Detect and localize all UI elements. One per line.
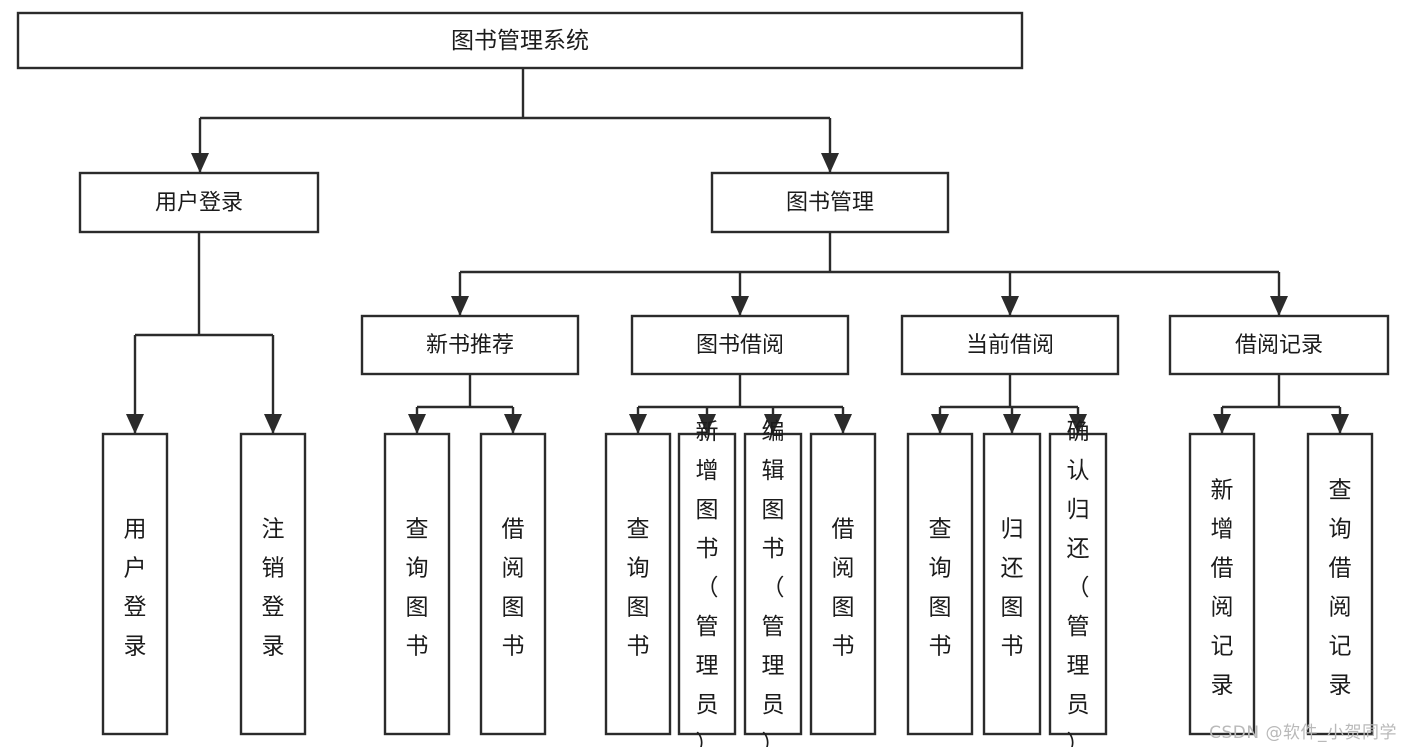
- node-box-leaf-user-login[interactable]: [101, 432, 169, 736]
- node-label-leaf-user-login: 用户登录: [124, 516, 147, 659]
- node-leaf-user-login[interactable]: 用户登录: [101, 432, 169, 736]
- node-box-leaf-borrow-book[interactable]: [809, 432, 877, 736]
- new-book-rec-children-arrow-icon-1: [504, 414, 522, 434]
- node-root[interactable]: 图书管理系统: [16, 11, 1024, 70]
- node-label-leaf-add-book-admin: 新增图书（管理员）: [696, 419, 719, 747]
- level3-arrow-icon-1: [731, 296, 749, 316]
- node-box-leaf-add-book-admin[interactable]: [677, 432, 737, 736]
- connector-layer: [126, 68, 1349, 434]
- node-label-borrow-record: 借阅记录: [1235, 333, 1323, 358]
- node-box-leaf-query-borrow-record[interactable]: [1306, 432, 1374, 736]
- node-label-leaf-return-book: 归还图书: [1001, 516, 1024, 659]
- node-box-leaf-query-book-rec[interactable]: [383, 432, 451, 736]
- csdn-watermark: CSDN @软件_小贺同学: [1209, 723, 1397, 743]
- node-box-leaf-add-borrow-record[interactable]: [1188, 432, 1256, 736]
- node-leaf-add-book-admin[interactable]: 新增图书（管理员）: [677, 419, 737, 747]
- node-label-book-manage: 图书管理: [786, 191, 874, 216]
- level2-arrow-icon-0: [191, 153, 209, 173]
- level3-arrow-icon-2: [1001, 296, 1019, 316]
- node-box-leaf-borrow-book-rec[interactable]: [479, 432, 547, 736]
- node-leaf-user-logout[interactable]: 注销登录: [239, 432, 307, 736]
- node-label-leaf-edit-book-admin: 编辑图书（管理员）: [762, 419, 785, 747]
- node-label-leaf-query-book-borrow: 查询图书: [627, 516, 650, 659]
- node-label-current-borrow: 当前借阅: [966, 333, 1054, 358]
- node-book-borrow[interactable]: 图书借阅: [630, 314, 850, 376]
- user-login-children-arrow-icon-0: [126, 414, 144, 434]
- level3-arrow-icon-3: [1270, 296, 1288, 316]
- node-box-leaf-confirm-return-admin[interactable]: [1048, 432, 1108, 736]
- node-box-book-manage[interactable]: [710, 171, 950, 234]
- book-borrow-children-arrow-icon-2: [764, 414, 782, 434]
- borrow-record-children-arrow-icon-1: [1331, 414, 1349, 434]
- level2-arrow-icon-1: [821, 153, 839, 173]
- node-leaf-borrow-book[interactable]: 借阅图书: [809, 432, 877, 736]
- node-label-leaf-query-book-cur: 查询图书: [929, 516, 952, 659]
- node-label-leaf-query-borrow-record: 查询借阅记录: [1329, 477, 1352, 698]
- node-label-leaf-user-logout: 注销登录: [262, 516, 285, 659]
- node-label-leaf-borrow-book-rec: 借阅图书: [502, 516, 525, 659]
- level3-arrow-icon-0: [451, 296, 469, 316]
- node-box-new-book-rec[interactable]: [360, 314, 580, 376]
- node-label-new-book-rec: 新书推荐: [426, 333, 514, 358]
- current-borrow-children-arrow-icon-2: [1069, 414, 1087, 434]
- current-borrow-children-arrow-icon-1: [1003, 414, 1021, 434]
- node-box-leaf-user-logout[interactable]: [239, 432, 307, 736]
- node-box-borrow-record[interactable]: [1168, 314, 1390, 376]
- node-borrow-record[interactable]: 借阅记录: [1168, 314, 1390, 376]
- book-borrow-children-arrow-icon-0: [629, 414, 647, 434]
- node-label-leaf-confirm-return-admin: 确认归还（管理员）: [1067, 419, 1090, 747]
- node-box-leaf-return-book[interactable]: [982, 432, 1042, 736]
- borrow-record-children-arrow-icon-0: [1213, 414, 1231, 434]
- node-leaf-query-book-rec[interactable]: 查询图书: [383, 432, 451, 736]
- node-leaf-return-book[interactable]: 归还图书: [982, 432, 1042, 736]
- node-current-borrow[interactable]: 当前借阅: [900, 314, 1120, 376]
- node-leaf-query-book-cur[interactable]: 查询图书: [906, 432, 974, 736]
- node-box-user-login[interactable]: [78, 171, 320, 234]
- node-leaf-query-book-borrow[interactable]: 查询图书: [604, 432, 672, 736]
- node-box-leaf-edit-book-admin[interactable]: [743, 432, 803, 736]
- node-label-leaf-borrow-book: 借阅图书: [832, 516, 855, 659]
- node-book-manage[interactable]: 图书管理: [710, 171, 950, 234]
- node-box-leaf-query-book-borrow[interactable]: [604, 432, 672, 736]
- node-layer: 图书管理系统用户登录图书管理新书推荐图书借阅当前借阅借阅记录用户登录注销登录查询…: [16, 11, 1390, 747]
- node-box-leaf-query-book-cur[interactable]: [906, 432, 974, 736]
- node-leaf-borrow-book-rec[interactable]: 借阅图书: [479, 432, 547, 736]
- node-box-book-borrow[interactable]: [630, 314, 850, 376]
- node-label-leaf-query-book-rec: 查询图书: [406, 516, 429, 659]
- node-leaf-add-borrow-record[interactable]: 新增借阅记录: [1188, 432, 1256, 736]
- current-borrow-children-arrow-icon-0: [931, 414, 949, 434]
- node-label-book-borrow: 图书借阅: [696, 333, 784, 358]
- node-user-login[interactable]: 用户登录: [78, 171, 320, 234]
- node-leaf-edit-book-admin[interactable]: 编辑图书（管理员）: [743, 419, 803, 747]
- book-borrow-children-arrow-icon-1: [698, 414, 716, 434]
- user-login-children-arrow-icon-1: [264, 414, 282, 434]
- node-box-root[interactable]: [16, 11, 1024, 70]
- node-label-leaf-add-borrow-record: 新增借阅记录: [1211, 477, 1234, 698]
- node-new-book-rec[interactable]: 新书推荐: [360, 314, 580, 376]
- node-leaf-confirm-return-admin[interactable]: 确认归还（管理员）: [1048, 419, 1108, 747]
- new-book-rec-children-arrow-icon-0: [408, 414, 426, 434]
- node-label-user-login: 用户登录: [155, 191, 243, 216]
- book-borrow-children-arrow-icon-3: [834, 414, 852, 434]
- node-label-root: 图书管理系统: [451, 28, 589, 54]
- node-leaf-query-borrow-record[interactable]: 查询借阅记录: [1306, 432, 1374, 736]
- node-box-current-borrow[interactable]: [900, 314, 1120, 376]
